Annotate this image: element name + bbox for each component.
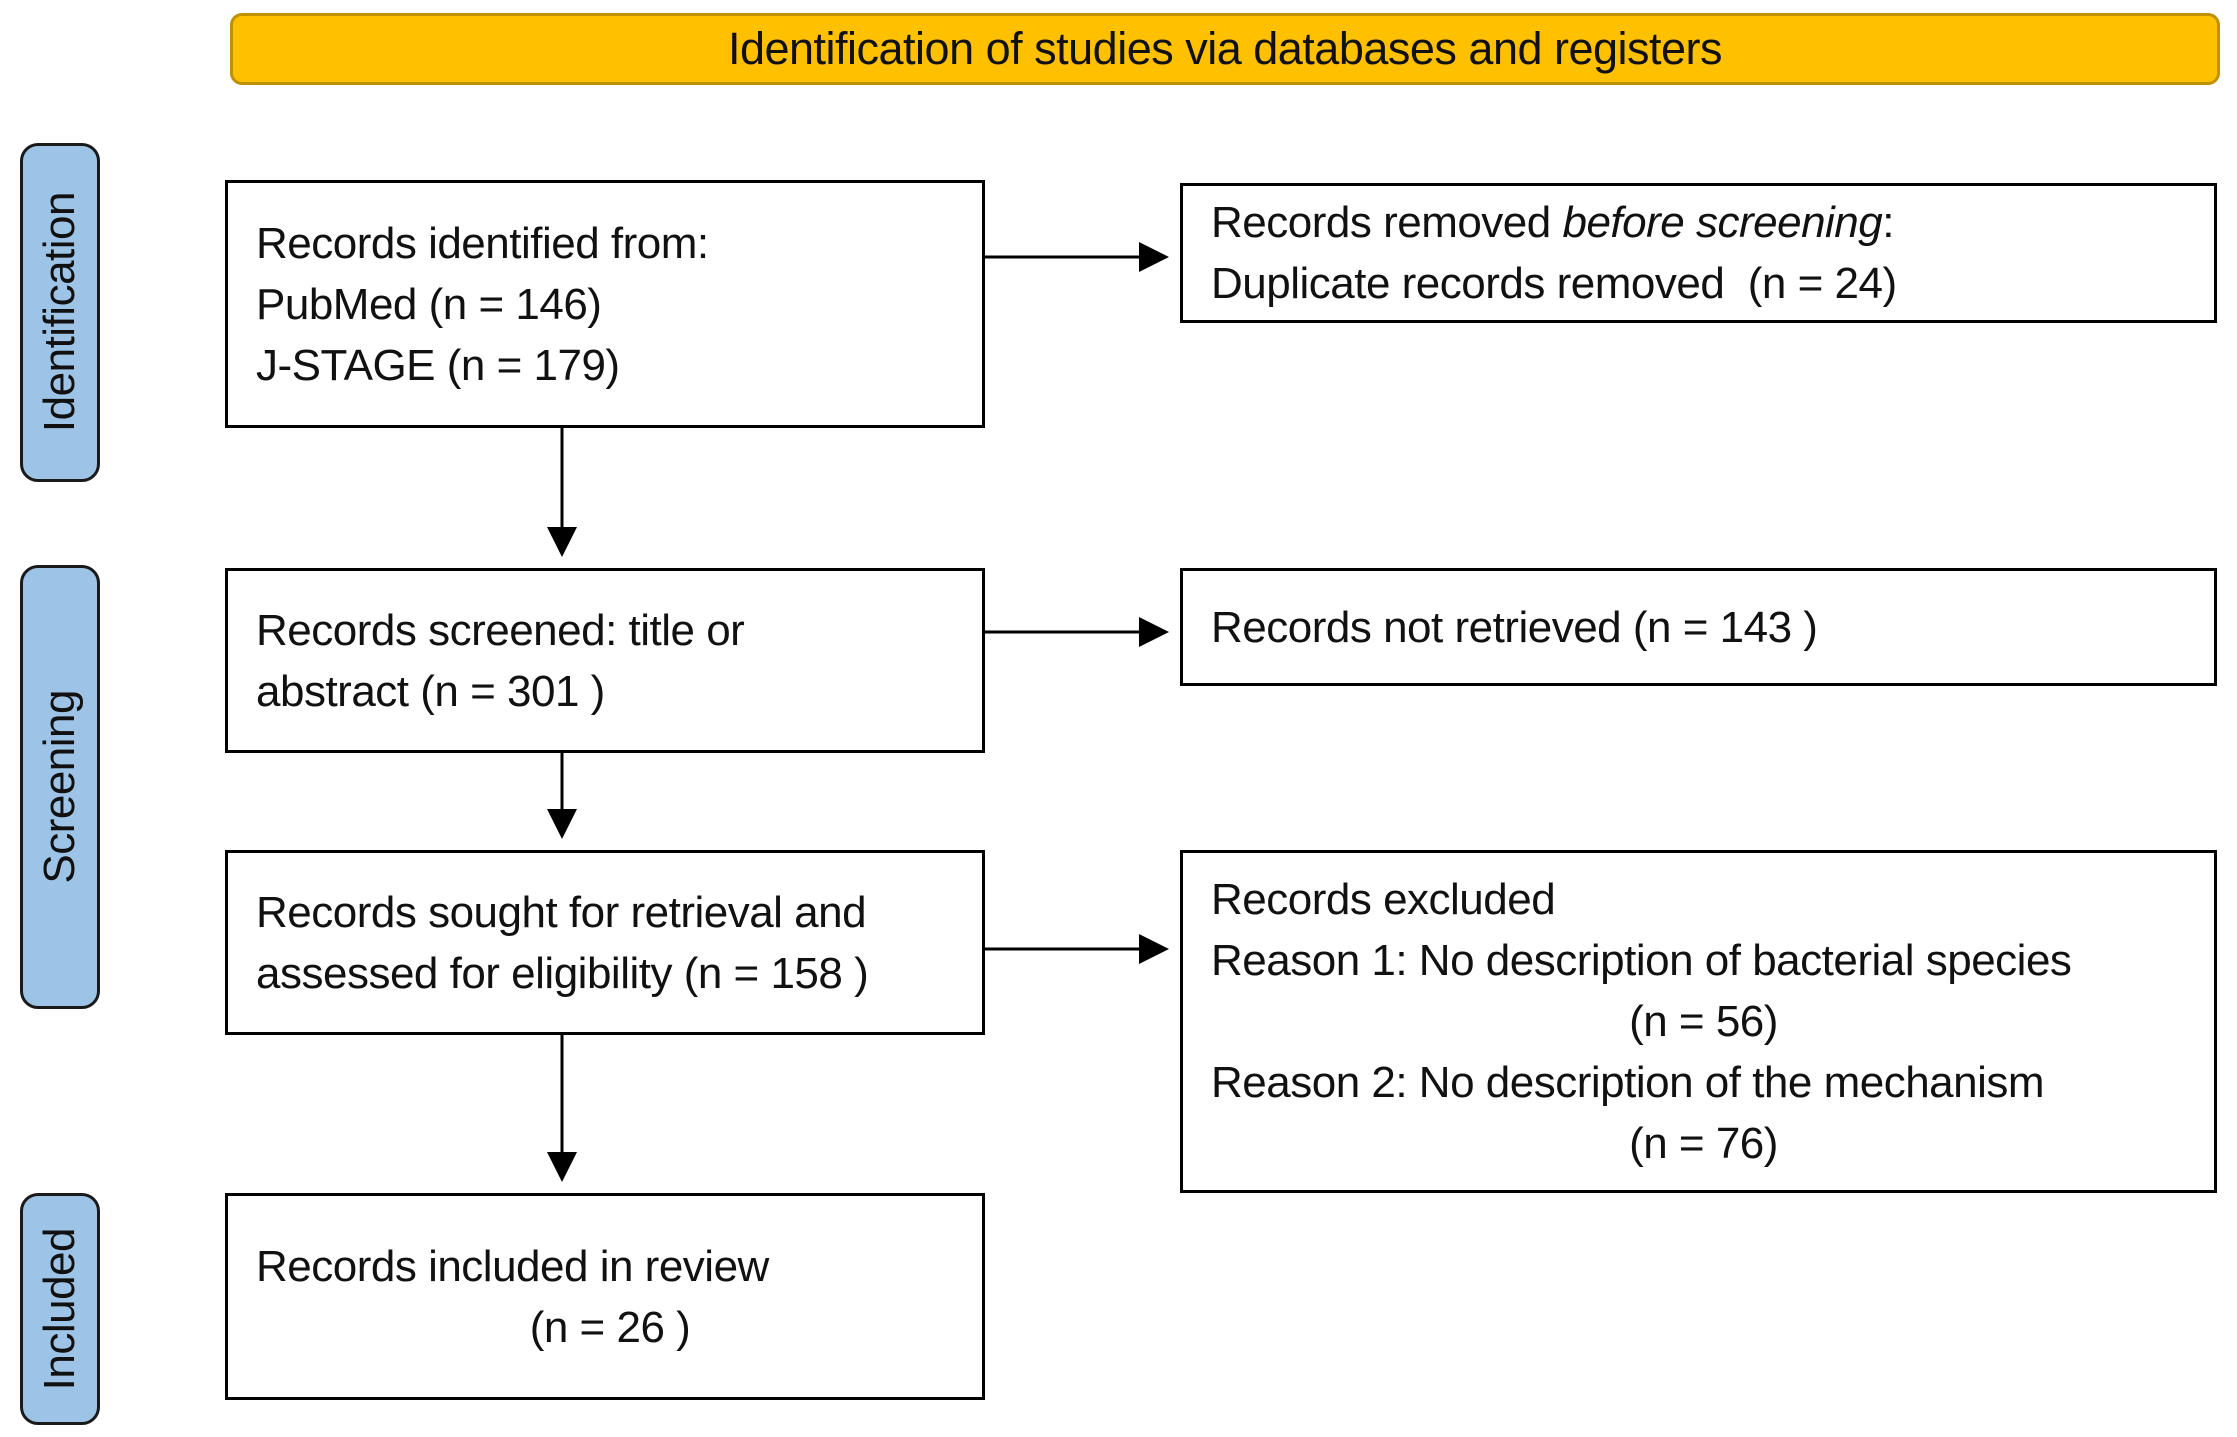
records-excluded-reason2-count: (n = 76) <box>1629 1119 1778 1168</box>
stage-screening: Screening <box>20 565 100 1009</box>
box-records-included: Records included in review (n = 26 ) <box>225 1193 985 1400</box>
box-records-sought: Records sought for retrieval and assesse… <box>225 850 985 1035</box>
records-excluded-reason1-count: (n = 56) <box>1629 997 1778 1046</box>
stage-screening-label: Screening <box>35 690 84 884</box>
stage-identification-label: Identification <box>35 192 84 433</box>
box-records-removed: Records removed before screening: Duplic… <box>1180 183 2217 323</box>
records-excluded-reason1: Reason 1: No description of bacterial sp… <box>1211 936 2072 985</box>
records-removed-prefix: Records removed <box>1211 198 1563 247</box>
banner-label: Identification of studies via databases … <box>727 23 1723 74</box>
records-removed-line1: Records removed before screening: <box>1211 192 2196 253</box>
stage-included-label: Included <box>35 1227 84 1391</box>
stage-included: Included <box>20 1193 100 1425</box>
banner-identification-via-databases: Identification of studies via databases … <box>230 13 2220 85</box>
records-sought-line1: Records sought for retrieval and <box>256 887 867 937</box>
records-removed-duplicates: Duplicate records removed (n = 24) <box>1211 259 1897 308</box>
box-records-screened: Records screened: title or abstract (n =… <box>225 568 985 753</box>
records-included-count: (n = 26 ) <box>529 1302 691 1352</box>
records-sought-line2: assessed for eligibility (n = 158 ) <box>256 948 869 998</box>
records-excluded-reason2: Reason 2: No description of the mechanis… <box>1211 1058 2045 1107</box>
records-identified-line: Records identified from: <box>256 218 709 268</box>
records-screened-line2: abstract (n = 301 ) <box>256 666 605 716</box>
box-records-identified: Records identified from: PubMed (n = 146… <box>225 180 985 428</box>
records-included-line1: Records included in review <box>256 1241 769 1291</box>
box-records-excluded: Records excluded Reason 1: No descriptio… <box>1180 850 2217 1193</box>
records-excluded-title: Records excluded <box>1211 875 1556 924</box>
records-identified-pubmed: PubMed (n = 146) <box>256 279 602 329</box>
records-removed-suffix: : <box>1882 198 1894 247</box>
stage-identification: Identification <box>20 143 100 482</box>
records-not-retrieved-line: Records not retrieved (n = 143 ) <box>1211 602 1818 652</box>
records-removed-italic: before screening <box>1562 198 1883 247</box>
records-screened-line1: Records screened: title or <box>256 605 745 655</box>
records-identified-jstage: J-STAGE (n = 179) <box>256 340 620 390</box>
box-records-not-retrieved: Records not retrieved (n = 143 ) <box>1180 568 2217 686</box>
